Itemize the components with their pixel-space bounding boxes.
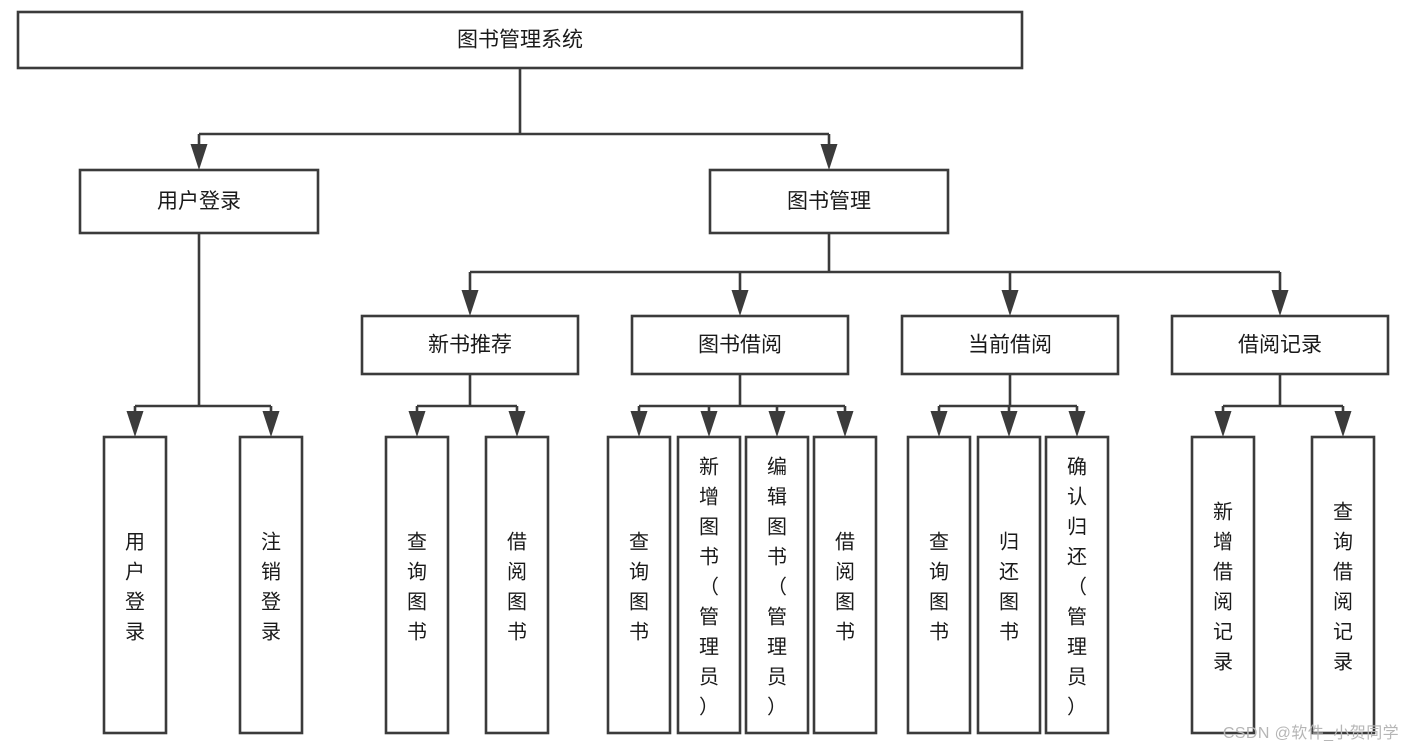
- edge-book-manage-to-book-borrow-head: [731, 290, 749, 316]
- node-label-user-login: 用户登录: [157, 190, 241, 213]
- node-box-leaf-user-logout[interactable]: [238, 435, 304, 735]
- node-label-leaf-bb-edit: 编辑图书（管理员）: [767, 455, 787, 718]
- node-label-leaf-user-logout: 注销登录: [261, 530, 281, 643]
- node-box-new-book-rec[interactable]: [360, 314, 580, 376]
- node-box-leaf-rec-borrow[interactable]: [484, 435, 550, 735]
- node-leaf-cb-query[interactable]: 查询图书: [906, 435, 972, 735]
- node-label-book-borrow: 图书借阅: [698, 334, 782, 357]
- node-box-user-login[interactable]: [78, 168, 320, 235]
- node-label-leaf-bb-borrow: 借阅图书: [835, 530, 855, 643]
- node-label-leaf-cb-confirm: 确认归还（管理员）: [1067, 455, 1087, 718]
- node-label-leaf-cb-query: 查询图书: [929, 530, 949, 643]
- node-label-leaf-br-add: 新增借阅记录: [1213, 500, 1233, 673]
- edge-current-borrow-to-leaf-cb-confirm-head: [1068, 411, 1086, 437]
- node-label-root: 图书管理系统: [457, 29, 583, 52]
- node-label-leaf-br-query: 查询借阅记录: [1333, 500, 1353, 673]
- node-leaf-rec-borrow[interactable]: 借阅图书: [484, 435, 550, 735]
- edge-root-to-user-login-head: [190, 144, 208, 170]
- node-label-leaf-cb-return: 归还图书: [999, 530, 1019, 643]
- node-box-leaf-br-query[interactable]: [1310, 435, 1376, 735]
- edge-book-borrow-to-leaf-bb-add-head: [700, 411, 718, 437]
- node-box-leaf-bb-add[interactable]: [676, 435, 742, 735]
- node-label-leaf-rec-borrow: 借阅图书: [507, 530, 527, 643]
- edge-root-to-book-manage-head: [820, 144, 838, 170]
- edge-new-book-rec-to-leaf-rec-query-head: [408, 411, 426, 437]
- node-label-book-manage: 图书管理: [787, 190, 871, 213]
- node-layer: 图书管理系统用户登录图书管理新书推荐图书借阅当前借阅借阅记录用户登录注销登录查询…: [16, 10, 1390, 735]
- node-current-borrow[interactable]: 当前借阅: [900, 314, 1120, 376]
- node-label-current-borrow: 当前借阅: [968, 334, 1052, 357]
- node-root[interactable]: 图书管理系统: [16, 10, 1024, 70]
- node-box-leaf-cb-query[interactable]: [906, 435, 972, 735]
- node-box-leaf-user-login[interactable]: [102, 435, 168, 735]
- node-box-current-borrow[interactable]: [900, 314, 1120, 376]
- node-label-borrow-record: 借阅记录: [1238, 334, 1322, 357]
- node-leaf-rec-query[interactable]: 查询图书: [384, 435, 450, 735]
- node-leaf-user-login[interactable]: 用户登录: [102, 435, 168, 735]
- node-book-borrow[interactable]: 图书借阅: [630, 314, 850, 376]
- node-leaf-bb-borrow[interactable]: 借阅图书: [812, 435, 878, 735]
- node-label-leaf-bb-query: 查询图书: [629, 530, 649, 643]
- connector-layer: [126, 68, 1352, 437]
- node-label-leaf-bb-add: 新增图书（管理员）: [699, 455, 719, 718]
- edge-current-borrow-to-leaf-cb-return-head: [1000, 411, 1018, 437]
- node-leaf-br-query[interactable]: 查询借阅记录: [1310, 435, 1376, 735]
- node-box-leaf-bb-query[interactable]: [606, 435, 672, 735]
- edge-new-book-rec-to-leaf-rec-borrow-head: [508, 411, 526, 437]
- node-book-manage[interactable]: 图书管理: [708, 168, 950, 235]
- node-box-leaf-bb-edit[interactable]: [744, 435, 810, 735]
- node-label-leaf-rec-query: 查询图书: [407, 530, 427, 643]
- node-label-leaf-user-login: 用户登录: [125, 531, 145, 643]
- node-box-leaf-rec-query[interactable]: [384, 435, 450, 735]
- edge-current-borrow-to-leaf-cb-query-head: [930, 411, 948, 437]
- node-leaf-cb-confirm[interactable]: 确认归还（管理员）: [1044, 435, 1110, 735]
- node-box-leaf-cb-confirm[interactable]: [1044, 435, 1110, 735]
- node-box-leaf-cb-return[interactable]: [976, 435, 1042, 735]
- watermark-label: CSDN @软件_小贺同学: [1222, 725, 1399, 742]
- node-box-leaf-bb-borrow[interactable]: [812, 435, 878, 735]
- edge-book-borrow-to-leaf-bb-query-head: [630, 411, 648, 437]
- node-box-book-borrow[interactable]: [630, 314, 850, 376]
- edge-book-manage-to-current-borrow-head: [1001, 290, 1019, 316]
- edge-user-login-to-leaf-user-login-head: [126, 411, 144, 437]
- edge-book-borrow-to-leaf-bb-edit-head: [768, 411, 786, 437]
- edge-user-login-to-leaf-user-logout-head: [262, 411, 280, 437]
- node-leaf-cb-return[interactable]: 归还图书: [976, 435, 1042, 735]
- node-leaf-bb-add[interactable]: 新增图书（管理员）: [676, 435, 742, 735]
- node-borrow-record[interactable]: 借阅记录: [1170, 314, 1390, 376]
- node-box-root[interactable]: [16, 10, 1024, 70]
- node-leaf-bb-query[interactable]: 查询图书: [606, 435, 672, 735]
- node-box-book-manage[interactable]: [708, 168, 950, 235]
- node-leaf-user-logout[interactable]: 注销登录: [238, 435, 304, 735]
- node-box-borrow-record[interactable]: [1170, 314, 1390, 376]
- node-box-leaf-br-add[interactable]: [1190, 435, 1256, 735]
- edge-book-manage-to-new-book-rec-head: [461, 290, 479, 316]
- node-label-new-book-rec: 新书推荐: [428, 334, 512, 357]
- node-leaf-br-add[interactable]: 新增借阅记录: [1190, 435, 1256, 735]
- edge-book-manage-to-borrow-record-head: [1271, 290, 1289, 316]
- edge-borrow-record-to-leaf-br-add-head: [1214, 411, 1232, 437]
- node-leaf-bb-edit[interactable]: 编辑图书（管理员）: [744, 435, 810, 735]
- node-new-book-rec[interactable]: 新书推荐: [360, 314, 580, 376]
- node-user-login[interactable]: 用户登录: [78, 168, 320, 235]
- edge-borrow-record-to-leaf-br-query-head: [1334, 411, 1352, 437]
- edge-book-borrow-to-leaf-bb-borrow-head: [836, 411, 854, 437]
